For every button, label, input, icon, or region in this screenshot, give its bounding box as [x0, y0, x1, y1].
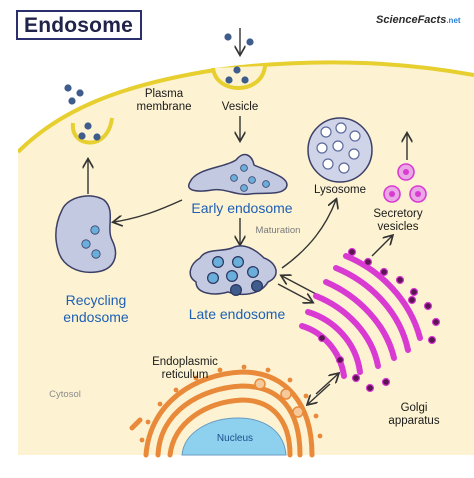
label-secretory-line2: vesicles	[377, 221, 419, 233]
incoming-particles	[224, 28, 254, 54]
late-endosome	[189, 245, 277, 297]
label-secretory-vesicles: Secretory vesicles	[360, 208, 436, 234]
er-vesicles	[254, 378, 304, 418]
label-er-line2: reticulum	[161, 369, 209, 381]
brand-logo: ScienceFacts.net	[376, 14, 461, 26]
secretory-vesicles	[383, 163, 427, 203]
label-late-endosome: Late endosome	[188, 306, 286, 322]
label-recycling-endosome: Recycling endosome	[46, 292, 146, 326]
title-box: Endosome	[16, 10, 142, 40]
endoplasmic-reticulum	[129, 369, 315, 458]
label-endoplasmic-reticulum: Endoplasmic reticulum	[135, 356, 235, 382]
label-golgi-line2: apparatus	[388, 415, 440, 427]
arrow-er-golgi	[308, 374, 338, 404]
logo-text: ScienceFacts	[376, 14, 447, 26]
recycling-vesicle-exit	[64, 84, 114, 194]
arrow-late-golgi	[277, 276, 317, 302]
label-lysosome: Lysosome	[314, 184, 366, 196]
lysosome	[307, 117, 373, 183]
label-plasma-membrane-line2: membrane	[136, 101, 192, 113]
er-ribosomes	[139, 364, 323, 443]
label-golgi-apparatus: Golgi apparatus	[372, 402, 456, 428]
early-endosome	[187, 153, 288, 196]
label-vesicle: Vesicle	[221, 101, 259, 113]
label-cytosol: Cytosol	[49, 389, 81, 400]
recycling-endosome	[55, 195, 117, 274]
logo-suffix: .net	[446, 16, 461, 25]
label-maturation: Maturation	[255, 225, 301, 236]
vesicle-pit	[211, 65, 267, 90]
arrow-golgi-to-secretory	[371, 236, 392, 257]
arrow-early-to-recycling	[114, 199, 183, 222]
label-plasma-membrane-line1: Plasma	[144, 88, 184, 100]
label-golgi-line1: Golgi	[400, 402, 428, 414]
label-er-line1: Endoplasmic	[152, 356, 218, 368]
label-recycling-line1: Recycling	[65, 292, 127, 308]
label-recycling-line2: endosome	[63, 309, 129, 325]
label-plasma-membrane: Plasma membrane	[129, 88, 199, 114]
page-title: Endosome	[24, 14, 133, 37]
label-early-endosome: Early endosome	[191, 200, 293, 216]
nucleus	[181, 417, 287, 456]
golgi-apparatus	[299, 247, 441, 393]
arrow-late-to-lysosome	[281, 200, 336, 269]
label-nucleus: Nucleus	[216, 433, 254, 444]
label-secretory-line1: Secretory	[373, 208, 423, 220]
